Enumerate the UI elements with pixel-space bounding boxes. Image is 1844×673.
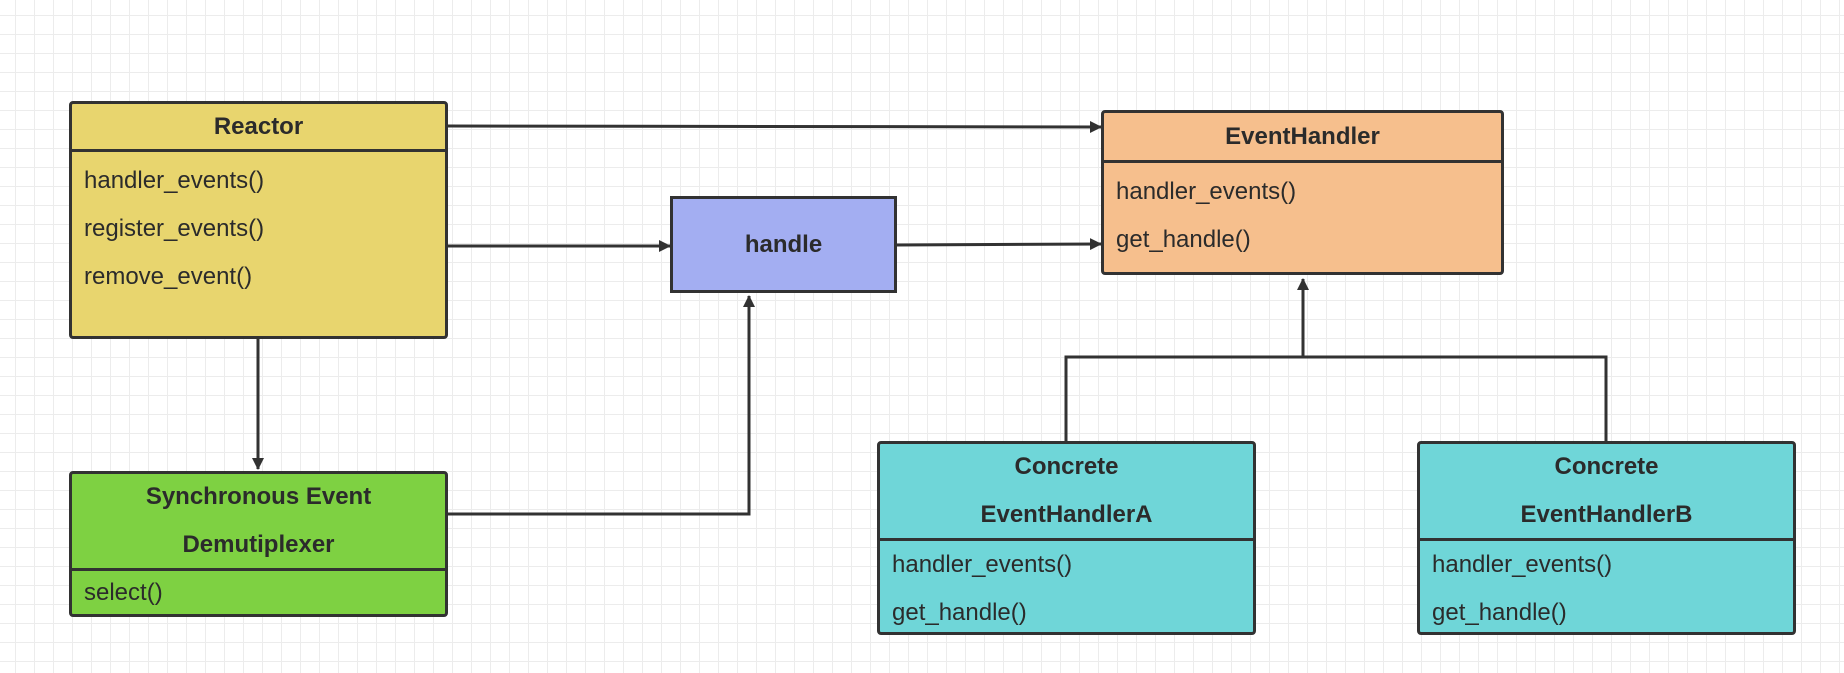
concrete-b-title-line: Concrete — [1554, 453, 1659, 480]
eventhandler-method: get_handle() — [1116, 226, 1251, 253]
reactor-methods: handler_events() register_events() remov… — [72, 104, 445, 301]
demultiplexer-methods: select() — [72, 571, 445, 614]
reactor-title: Reactor — [213, 112, 304, 140]
concrete-b-methods: handler_events() get_handle() — [1420, 541, 1793, 632]
edge-reactor-to-eventhandler — [446, 120, 1102, 133]
concrete-b-method: handler_events() — [1432, 551, 1613, 578]
demultiplexer-title-line: Demutiplexer — [182, 531, 335, 558]
demultiplexer-class[interactable]: Synchronous Event Demutiplexer select() — [69, 471, 448, 617]
concrete-b-title-line: EventHandlerB — [1520, 501, 1693, 528]
concrete-a-method: handler_events() — [892, 551, 1073, 578]
concrete-a-title-line: Concrete — [1014, 453, 1119, 480]
edge-concrete-a-branch — [1064, 355, 1303, 442]
handle-class[interactable]: handle — [670, 196, 897, 293]
eventhandler-class[interactable]: EventHandler handler_events() get_handle… — [1101, 110, 1504, 275]
concrete-eventhandler-b-class[interactable]: Concrete EventHandlerB handler_events() … — [1417, 441, 1796, 635]
eventhandler-method: handler_events() — [1116, 178, 1297, 205]
handle-title: handle — [744, 230, 823, 258]
concrete-eventhandler-a-class[interactable]: Concrete EventHandlerA handler_events() … — [877, 441, 1256, 635]
concrete-a-header: Concrete EventHandlerA — [880, 444, 1253, 541]
eventhandler-methods: handler_events() get_handle() — [1104, 163, 1501, 264]
concrete-b-header: Concrete EventHandlerB — [1420, 444, 1793, 541]
reactor-method: register_events() — [84, 215, 265, 242]
concrete-a-methods: handler_events() get_handle() — [880, 541, 1253, 632]
edge-handle-to-eventhandler — [895, 238, 1102, 251]
demultiplexer-title-line: Synchronous Event — [145, 483, 372, 510]
edge-demultiplexer-to-handle — [447, 295, 755, 516]
edge-concrete-b-branch — [1303, 355, 1608, 442]
demultiplexer-method: select() — [84, 579, 163, 606]
reactor-method: remove_event() — [84, 263, 253, 290]
demultiplexer-header: Synchronous Event Demutiplexer — [72, 474, 445, 571]
eventhandler-title: EventHandler — [1225, 122, 1380, 150]
reactor-class[interactable]: Reactor handler_events() register_events… — [69, 101, 448, 339]
reactor-header: Reactor — [72, 104, 445, 152]
concrete-a-title-line: EventHandlerA — [980, 501, 1153, 528]
concrete-a-method: get_handle() — [892, 599, 1027, 626]
eventhandler-header: EventHandler — [1104, 113, 1501, 163]
reactor-method: handler_events() — [84, 167, 265, 194]
concrete-b-method: get_handle() — [1432, 599, 1567, 626]
